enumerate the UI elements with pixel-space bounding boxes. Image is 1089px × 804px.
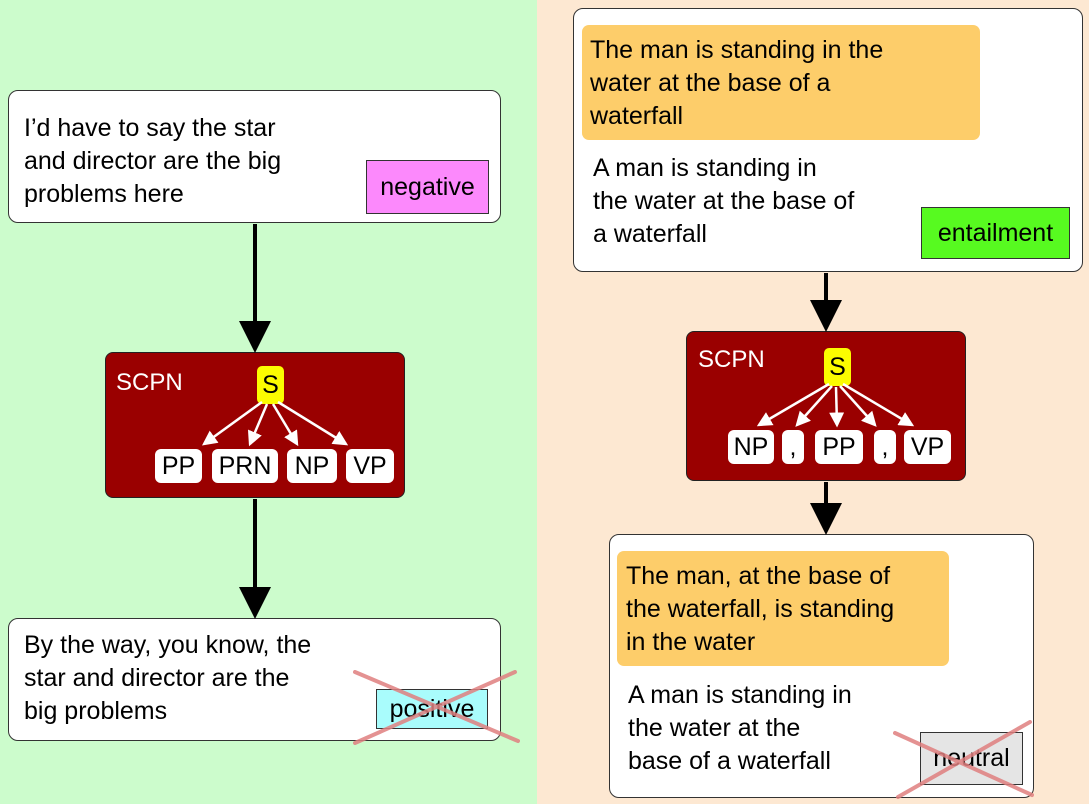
left-scpn-node-np: NP [287,449,337,483]
right-input-premise-highlight [582,25,980,140]
right-output-premise-line-2: the waterfall, is standing [626,595,895,623]
right-input-hypothesis-line-3: a waterfall [593,220,707,248]
right-output-premise-line-1: The man, at the base of [626,562,891,590]
right-scpn-node-comma-1: , [782,430,804,464]
right-input-premise-line-2: water at the base of a [590,69,831,97]
left-scpn-node-prn: PRN [212,449,278,483]
right-input-box: The man is standing in the water at the … [573,8,1083,272]
right-scpn-node-vp: VP [904,430,951,464]
right-tree-edge-comma-1 [795,385,833,427]
left-input-box: I’d have to say the star and director ar… [8,90,501,223]
left-output-line-1: By the way, you know, the [24,631,312,659]
left-input-line-3: problems here [24,180,184,208]
left-scpn-node-vp: VP [346,449,394,483]
right-output-hypothesis-line-3: base of a waterfall [628,747,831,775]
right-scpn-node-pp: PP [815,430,863,464]
right-input-premise-line-1: The man is standing in the [590,36,884,64]
left-output-box: By the way, you know, the star and direc… [8,618,501,741]
right-input-hypothesis-line-1: A man is standing in [593,154,817,182]
right-scpn-root-node: S [824,348,851,386]
left-output-line-2: star and director are the [24,664,290,692]
left-input-label: negative [366,160,489,214]
left-output-cross-icon [353,670,520,745]
right-input-premise-line-3: waterfall [590,102,684,130]
right-input-label: entailment [921,207,1070,259]
right-tree-edge-comma-2 [839,385,877,427]
left-scpn-root-node: S [257,366,284,404]
right-output-box: The man, at the base of the waterfall, i… [609,534,1034,798]
right-output-premise-highlight [617,551,949,666]
left-scpn-box: SCPN S PP PRN NP VP [105,352,405,498]
right-output-hypothesis-line-2: the water at the [628,714,801,742]
right-tree-edge-pp [829,386,845,428]
right-scpn-node-comma-2: , [874,430,896,464]
right-scpn-node-np: NP [728,430,774,464]
right-tree-edge-np [756,382,830,427]
left-tree-edge-vp [277,400,349,446]
right-scpn-title: SCPN [698,346,765,373]
right-output-premise-line-3: in the water [626,628,756,656]
left-output-line-3: big problems [24,697,168,725]
right-output-hypothesis-line-1: A man is standing in [628,681,852,709]
right-tree-edge-vp [842,382,915,427]
left-tree-edge-np [271,403,299,447]
left-tree-edge-prn [247,403,269,447]
right-output-cross-icon [893,720,1034,799]
left-scpn-node-pp: PP [155,449,202,483]
left-input-line-2: and director are the big [24,147,282,175]
right-input-hypothesis-line-2: the water at the base of [593,187,855,215]
left-tree-edge-pp [201,400,263,446]
left-scpn-title: SCPN [116,369,183,396]
left-input-line-1: I’d have to say the star [24,114,276,142]
